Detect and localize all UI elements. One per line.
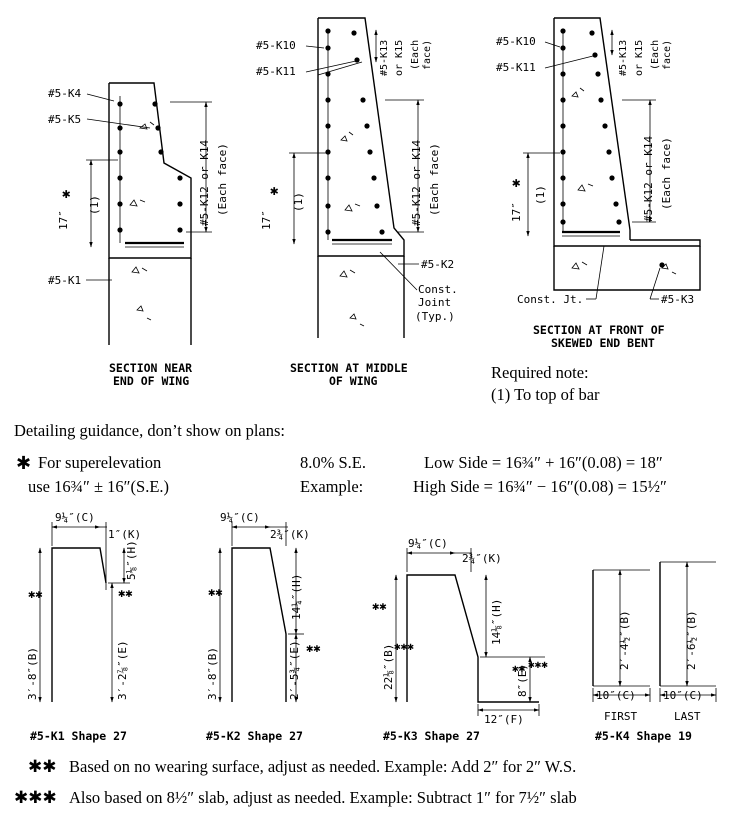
k1-label: #5-K1 Shape 27 (30, 729, 127, 743)
v12b-mid: (Each face) (428, 143, 441, 216)
k3-e-mark3: ✱✱✱ (528, 658, 548, 671)
note1-front: (1) (534, 185, 547, 205)
k2-k: 2¾″(K) (270, 528, 310, 541)
k4-label: #5-K4 Shape 19 (595, 729, 692, 743)
k2-c: 9¼″(C) (220, 511, 260, 524)
v13a-mid: #5-K13 (379, 40, 390, 76)
label-k1: #5-K1 (48, 274, 81, 287)
label-k11-front: #5-K11 (496, 61, 536, 74)
v12b-front: (Each face) (660, 137, 673, 210)
shape-k4: 2′-4½″(B) 10″(C) FIRST 2′-6½″(B) 10″(C) … (592, 561, 717, 743)
k3-k: 2¾″(K) (462, 552, 502, 565)
caption-mid-1: SECTION AT MIDDLE (290, 361, 408, 375)
guidance-high: High Side = 16¾″ − 16″(0.08) = 15½″ (413, 477, 667, 496)
footnote-slab: Also based on 8½″ slab, adjust as needed… (69, 788, 577, 807)
v13b-mid: or K15 (394, 40, 405, 76)
required-note-line: (1) To top of bar (491, 385, 600, 404)
k1-h: 5⅛″(H) (125, 540, 138, 580)
shape-k2: 9¼″(C) 2¾″(K) 14¼″(H) 3′-8″(B) ✱✱ 2′-5¾″… (206, 511, 320, 743)
guidance-line2: use 16¾″ ± 16″(S.E.) (28, 477, 170, 496)
section-middle: #5-K10 #5-K11 #5-K2 Const. Joint (Typ.) … (256, 17, 458, 388)
guidance-se: 8.0% S.E. (300, 453, 366, 472)
vlabel-near-1: #5-K12 or K14 (198, 140, 211, 226)
v13d-front: face) (662, 40, 673, 70)
cj-mid-1: Const. (418, 283, 458, 296)
guidance-example: Example: (300, 477, 364, 496)
note1-mid: (1) (292, 192, 305, 212)
shape-k1: 9¼″(C) 1″(K) 5⅛″(H) 3′-8″(B) ✱✱ 3′-2⅞″(E… (26, 511, 141, 743)
footnote-ws: Based on no wearing surface, adjust as n… (69, 757, 577, 776)
guidance-star: ✱ (16, 453, 32, 473)
k3-b: 22⅛″(B) (382, 644, 395, 690)
k3-f: 12″(F) (484, 713, 524, 726)
k1-b: 3′-8″(B) (26, 647, 39, 700)
cj-mid-2: Joint (418, 296, 451, 309)
k1-e: 3′-2⅞″(E) (116, 640, 129, 700)
k4-first-c: 10″(C) (596, 689, 636, 702)
caption-front-1: SECTION AT FRONT OF (533, 323, 665, 337)
k1-e-mark: ✱✱ (118, 586, 132, 600)
v13d-mid: face) (422, 40, 433, 70)
k2-b: 3′-8″(B) (206, 647, 219, 700)
k3-b-mark2: ✱✱ (372, 599, 386, 613)
k1-c: 9¼″(C) (55, 511, 95, 524)
section-front: #5-K10 #5-K11 #5-K3 Const. Jt. 17″ ✱ (1)… (496, 17, 701, 350)
k2-e-mark: ✱✱ (306, 641, 320, 655)
k4-first-b: 2′-4½″(B) (618, 610, 631, 670)
k4-first: FIRST (604, 710, 637, 723)
caption-front-2: SKEWED END BENT (551, 336, 655, 350)
dim-17-mid: 17″ (260, 210, 273, 230)
v13b-front: or K15 (634, 40, 645, 76)
dim-17-front: 17″ (510, 202, 523, 222)
caption-mid-2: OF WING (329, 374, 378, 388)
v13a-front: #5-K13 (618, 40, 629, 76)
k3-h: 14⅛″(H) (490, 599, 503, 645)
star-mid: ✱ (270, 183, 279, 199)
star-near: ✱ (62, 186, 71, 202)
cj-mid-3: (Typ.) (415, 310, 455, 323)
guidance-line1: For superelevation (38, 453, 162, 472)
vlabel-near-2: (Each face) (216, 143, 229, 216)
footnote-ws-mark: ✱✱ (28, 757, 57, 776)
shape-k3: 9¼″(C) 2¾″(K) 14⅛″(H) 22⅛″(B) ✱✱ ✱✱✱ 8″(… (372, 537, 548, 743)
k4-last-b: 2′-6½″(B) (685, 610, 698, 670)
dim-17-near: 17″ (57, 210, 70, 230)
k3-e-mark2: ✱✱ (512, 662, 526, 675)
k2-h: 14¼″(H) (290, 574, 303, 620)
k3-label: #5-K3 Shape 27 (383, 729, 480, 743)
caption-near-2: END OF WING (113, 374, 189, 388)
cj-front: Const. Jt. (517, 293, 583, 306)
k4-last-c: 10″(C) (663, 689, 703, 702)
label-k5: #5-K5 (48, 113, 81, 126)
caption-near-1: SECTION NEAR (109, 361, 192, 375)
k1-b-mark: ✱✱ (28, 587, 42, 601)
k1-k: 1″(K) (108, 528, 141, 541)
v12a-mid: #5-K12 or K14 (410, 140, 423, 226)
v13c-mid: (Each (410, 40, 421, 70)
k2-b-mark: ✱✱ (208, 585, 222, 599)
k2-e: 2′-5¾″(E) (288, 640, 301, 700)
star-front: ✱ (512, 175, 521, 191)
k3-c: 9¼″(C) (408, 537, 448, 550)
required-note-title: Required note: (491, 363, 589, 382)
label-k4: #5-K4 (48, 87, 81, 100)
label-k3: #5-K3 (661, 293, 694, 306)
k2-label: #5-K2 Shape 27 (206, 729, 303, 743)
note1-near: (1) (88, 195, 101, 215)
guidance-heading: Detailing guidance, don’t show on plans: (14, 421, 285, 440)
label-k2: #5-K2 (421, 258, 454, 271)
v13c-front: (Each (650, 40, 661, 70)
footnote-slab-mark: ✱✱✱ (14, 788, 57, 807)
v12a-front: #5-K12 or K14 (642, 136, 655, 222)
section-near-end: #5-K4 #5-K5 #5-K1 17″ ✱ (1) #5-K12 or K1… (48, 82, 229, 388)
k4-last: LAST (674, 710, 701, 723)
label-k10-mid: #5-K10 (256, 39, 296, 52)
guidance-low: Low Side = 16¾″ + 16″(0.08) = 18″ (424, 453, 663, 472)
label-k10-front: #5-K10 (496, 35, 536, 48)
label-k11-mid: #5-K11 (256, 65, 296, 78)
k3-e: 8″(E) (516, 664, 529, 697)
k3-b-mark3: ✱✱✱ (394, 640, 414, 653)
